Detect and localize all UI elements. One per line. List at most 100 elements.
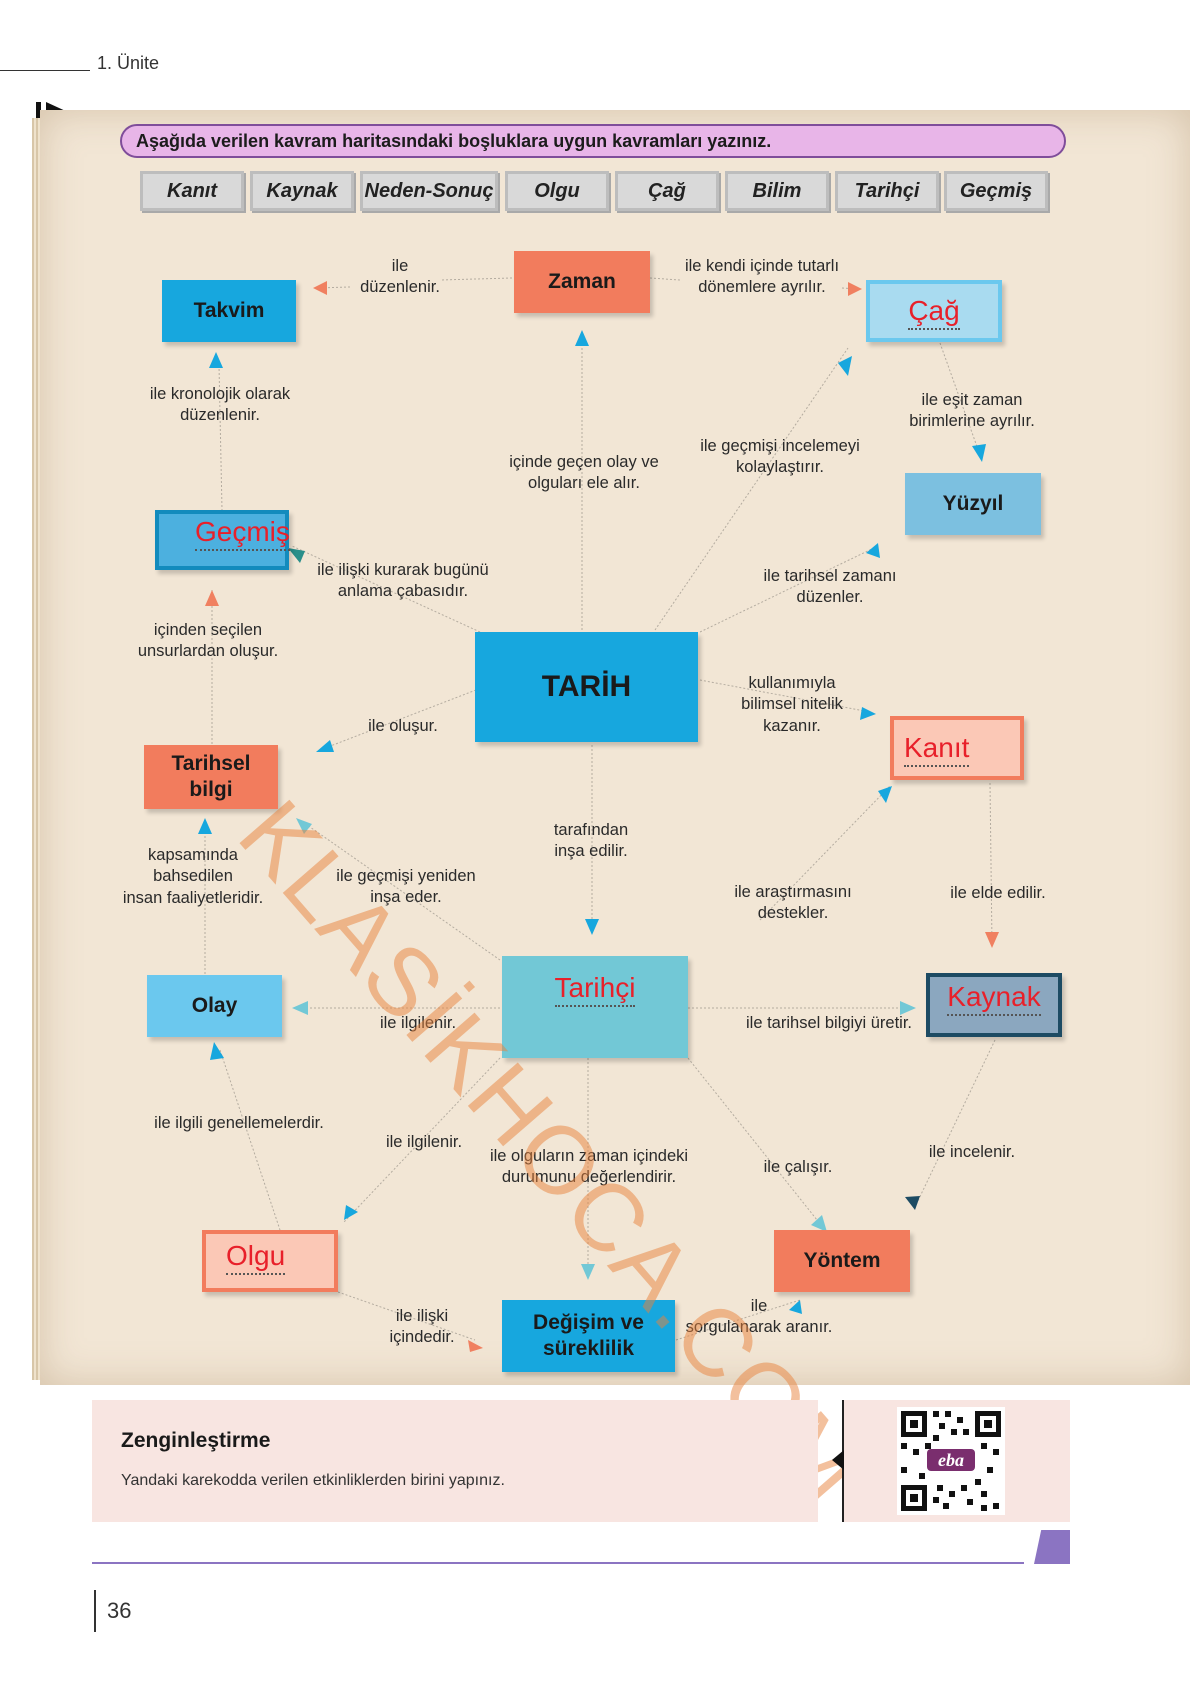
label-line: kazanır. xyxy=(763,716,821,735)
node-tarihsel-bilgi-line2: bilgi xyxy=(189,778,233,801)
node-kaynak-answer: Kaynak xyxy=(926,973,1062,1037)
label-bilgiyi-uretir: ile tarihsel bilgiyi üretir. xyxy=(746,1014,912,1032)
node-tarihsel-bilgi: Tarihsel bilgi xyxy=(144,745,278,809)
label-line: insan faaliyetleridir. xyxy=(122,888,264,907)
label-sorgulanarak: ile sorgulanarak aranır. xyxy=(680,1296,838,1339)
arrow-to-olgu xyxy=(344,1205,358,1220)
label-line: düzenler. xyxy=(796,588,864,607)
label-line: durumunu değerlendirir. xyxy=(501,1168,677,1187)
label-line: ile tarihsel zamanı xyxy=(763,567,897,585)
unit-title: 1. Ünite xyxy=(97,53,160,73)
word-bank-item: Kanıt xyxy=(140,171,244,211)
label-line: ile geçmişi incelemeyi xyxy=(700,437,860,455)
label-elde-edilir: ile elde edilir. xyxy=(950,884,1046,902)
label-line: ile kendi içinde tutarlı xyxy=(684,257,840,275)
label-kronolojik: ile kronolojik olarak düzenlenir. xyxy=(132,384,308,427)
label-line: inşa eder. xyxy=(370,888,442,907)
label-line: düzenlenir. xyxy=(180,406,260,425)
label-line: içindedir. xyxy=(389,1328,455,1347)
label-tarihsel-zamani: ile tarihsel zamanı düzenler. xyxy=(745,566,915,609)
arrow-to-tarihsel-bilgi-diag xyxy=(296,818,312,834)
label-line: kullanımıyla xyxy=(748,674,836,692)
arrow-to-yontem-low xyxy=(789,1300,802,1314)
label-yeniden-insa: ile geçmişi yeniden inşa eder. xyxy=(322,866,490,909)
label-line: ile ilişki xyxy=(395,1307,449,1325)
arrow-to-kaynak xyxy=(985,932,999,948)
label-iliski-kurarak: ile ilişki kurarak bugünü anlama çabasıd… xyxy=(305,560,501,603)
arrow-to-gecmis-side xyxy=(288,548,305,563)
node-gecmis-answer: Geçmiş xyxy=(155,510,290,570)
label-iliski-icinde: ile ilişki içindedir. xyxy=(383,1306,461,1349)
node-tarihsel-bilgi-line1: Tarihsel xyxy=(171,751,251,775)
instruction-banner: Aşağıda verilen kavram haritasındaki boş… xyxy=(120,124,1066,158)
arrow-to-takvim xyxy=(313,281,327,295)
arrow-to-gecmis xyxy=(205,590,219,606)
arrow-to-olay-up xyxy=(210,1042,224,1060)
word-bank-item: Kaynak xyxy=(250,171,354,211)
node-kanit-answer: Kanıt xyxy=(890,716,1024,780)
label-line: inşa edilir. xyxy=(554,842,628,861)
label-tarafindan: tarafından inşa edilir. xyxy=(540,820,642,863)
label-ile-duzenlenir: ile düzenlenir. xyxy=(350,256,450,299)
label-incelemeyi: ile geçmişi incelemeyi kolaylaştırır. xyxy=(688,436,872,479)
answer-tarihci: Tarihçi xyxy=(554,970,636,1007)
label-line: içinde geçen olay ve xyxy=(509,453,659,471)
word-bank-item: Tarihçi xyxy=(835,171,939,211)
node-tarih: TARİH xyxy=(475,632,698,742)
enrichment-title: Zenginleştirme xyxy=(121,1429,271,1452)
label-line: bahsedilen xyxy=(153,867,233,886)
arrow-to-degisim-left xyxy=(468,1340,483,1352)
node-degisim-line2: süreklilik xyxy=(542,1337,635,1360)
node-olgu-answer: Olgu xyxy=(202,1230,338,1292)
label-line: düzenlenir. xyxy=(360,278,440,297)
header-rule xyxy=(0,70,90,71)
node-zaman: Zaman xyxy=(514,251,650,313)
arrow-to-yontem xyxy=(811,1215,827,1232)
arrowheads xyxy=(198,281,999,1352)
word-bank-item: Bilim xyxy=(725,171,829,211)
node-degisim-ve-sureklilik: Değişim ve süreklilik xyxy=(502,1300,675,1372)
arrow-to-yontem-right xyxy=(905,1196,920,1210)
label-line: tarafından xyxy=(553,821,629,839)
label-line: ile olguların zaman içindeki xyxy=(489,1147,689,1165)
label-line: kapsamında xyxy=(148,846,238,864)
label-kendi-icinde: ile kendi içinde tutarlı dönemlere ayrıl… xyxy=(672,256,852,299)
arrow-to-yuzyil xyxy=(972,444,986,462)
label-line: birimlerine ayrılır. xyxy=(909,412,1035,431)
label-line: bilimsel nitelik xyxy=(741,695,843,714)
word-bank-item: Olgu xyxy=(505,171,609,211)
node-degisim-line1: Değişim ve xyxy=(533,1310,644,1334)
label-line: ile geçmişi yeniden xyxy=(336,867,476,885)
label-genellemeler: ile ilgili genellemelerdir. xyxy=(154,1114,324,1132)
qr-code-icon[interactable]: eba xyxy=(897,1407,1005,1515)
qr-badge-text: eba xyxy=(938,1450,964,1470)
label-line: destekler. xyxy=(757,904,829,923)
answer-cag: Çağ xyxy=(908,293,960,330)
page-number: 36 xyxy=(107,1598,132,1623)
answer-gecmis: Geçmiş xyxy=(195,514,290,551)
arrow-to-tarihci xyxy=(585,919,599,935)
word-bank-item: Neden-Sonuç xyxy=(360,171,498,211)
label-olgularin: ile olguların zaman içindeki durumunu de… xyxy=(482,1146,696,1189)
arrow-to-olay xyxy=(292,1001,308,1015)
arrow-to-tarihsel-bilgi-up xyxy=(198,818,212,834)
label-ilgilenir-olgu: ile ilgilenir. xyxy=(385,1133,463,1151)
label-ilgilenir-olay: ile ilgilenir. xyxy=(379,1014,457,1032)
label-line: unsurlardan oluşur. xyxy=(137,642,279,661)
answer-kaynak: Kaynak xyxy=(947,979,1041,1016)
label-kullanimiyla: kullanımıyla bilimsel nitelik kazanır. xyxy=(723,673,861,737)
label-line: ile xyxy=(750,1297,768,1315)
label-icinde-gecen: içinde geçen olay ve olguları ele alır. xyxy=(494,452,674,495)
label-line: ile xyxy=(391,257,409,275)
enrichment-text: Yandaki karekodda verilen etkinliklerden… xyxy=(121,1472,505,1489)
label-secilen: içinden seçilen unsurlardan oluşur. xyxy=(125,620,291,663)
footer-rule xyxy=(92,1562,1024,1564)
label-esit-zaman: ile eşit zaman birimlerine ayrılır. xyxy=(897,390,1047,433)
label-line: ile ilişki kurarak bugünü xyxy=(317,561,489,579)
arrow-to-cag xyxy=(848,282,862,296)
pointer-icon xyxy=(832,1450,844,1470)
arrow-to-zaman xyxy=(575,330,589,346)
label-line: anlama çabasıdır. xyxy=(337,582,469,601)
node-yuzyil: Yüzyıl xyxy=(905,473,1041,535)
arrow-to-cag-up xyxy=(838,356,852,376)
